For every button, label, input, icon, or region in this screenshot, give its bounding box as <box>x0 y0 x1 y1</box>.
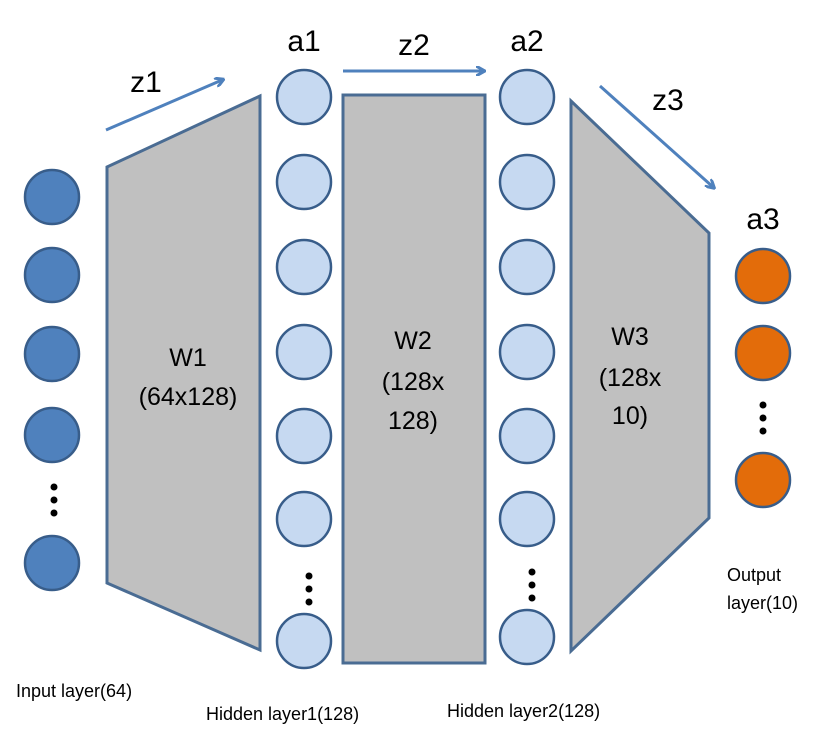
input-node <box>23 534 81 592</box>
hidden1-node <box>275 612 333 670</box>
hidden2-node <box>498 323 556 381</box>
weight-w2-shape-line2: 128) <box>388 407 438 435</box>
ellipsis-dot <box>50 483 58 491</box>
weight-block-w3 <box>569 97 711 655</box>
weight-w2-name: W2 <box>394 327 432 355</box>
weight-w3-shape-line1: (128x <box>599 364 662 392</box>
output-node <box>734 451 792 509</box>
hidden-layer2-label: Hidden layer2(128) <box>447 701 600 721</box>
input-node <box>23 406 81 464</box>
output-layer-nodes <box>734 247 792 509</box>
weight-block-w1 <box>105 93 262 653</box>
weight-w1-shape: (64x128) <box>139 383 238 411</box>
output-node <box>734 324 792 382</box>
activation-label-a1: a1 <box>287 25 320 58</box>
weight-w1-name: W1 <box>169 344 207 372</box>
ellipsis-dot <box>305 585 313 593</box>
hidden2-node <box>498 153 556 211</box>
ellipsis-dot <box>305 598 313 606</box>
hidden2-node <box>498 407 556 465</box>
output-layer-label-line1: Output <box>727 565 781 585</box>
ellipsis-dot <box>305 572 313 580</box>
hidden1-node <box>275 407 333 465</box>
activation-label-a2: a2 <box>510 25 543 58</box>
hidden2-node <box>498 608 556 666</box>
ellipsis-dot <box>50 496 58 504</box>
hidden-layer1-label: Hidden layer1(128) <box>206 704 359 724</box>
hidden2-node <box>498 68 556 126</box>
hidden1-node <box>275 490 333 548</box>
edge-label-z2: z2 <box>398 29 430 62</box>
ellipsis-dot <box>759 414 767 422</box>
ellipsis-dot <box>50 509 58 517</box>
activation-label-a3: a3 <box>746 203 779 236</box>
hidden1-node <box>275 68 333 126</box>
edge-label-z3: z3 <box>652 84 684 117</box>
weight-w3-name: W3 <box>611 323 649 351</box>
input-node <box>23 168 81 226</box>
input-node <box>23 246 81 304</box>
weight-w2-shape-line1: (128x <box>382 368 445 396</box>
ellipsis-dot <box>528 581 536 589</box>
ellipsis-dot <box>528 594 536 602</box>
weight-w3-shape-line2: 10) <box>612 402 648 430</box>
hidden1-node <box>275 323 333 381</box>
arrow-z1 <box>105 80 222 132</box>
hidden2-node <box>498 238 556 296</box>
hidden2-node <box>498 490 556 548</box>
hidden1-node <box>275 153 333 211</box>
input-layer-label: Input layer(64) <box>16 681 132 701</box>
output-node <box>734 247 792 305</box>
output-layer-label-line2: layer(10) <box>727 593 798 613</box>
hidden-layer1-nodes <box>275 68 333 670</box>
edge-label-z1: z1 <box>130 66 162 99</box>
hidden-layer2-nodes <box>498 68 556 666</box>
ellipsis-dot <box>759 401 767 409</box>
input-layer-nodes <box>23 168 81 592</box>
ellipsis-dot <box>759 427 767 435</box>
ellipsis-dot <box>528 568 536 576</box>
input-node <box>23 325 81 383</box>
weight-block-w2 <box>341 93 487 665</box>
hidden1-node <box>275 238 333 296</box>
arrow-z3 <box>599 84 713 187</box>
